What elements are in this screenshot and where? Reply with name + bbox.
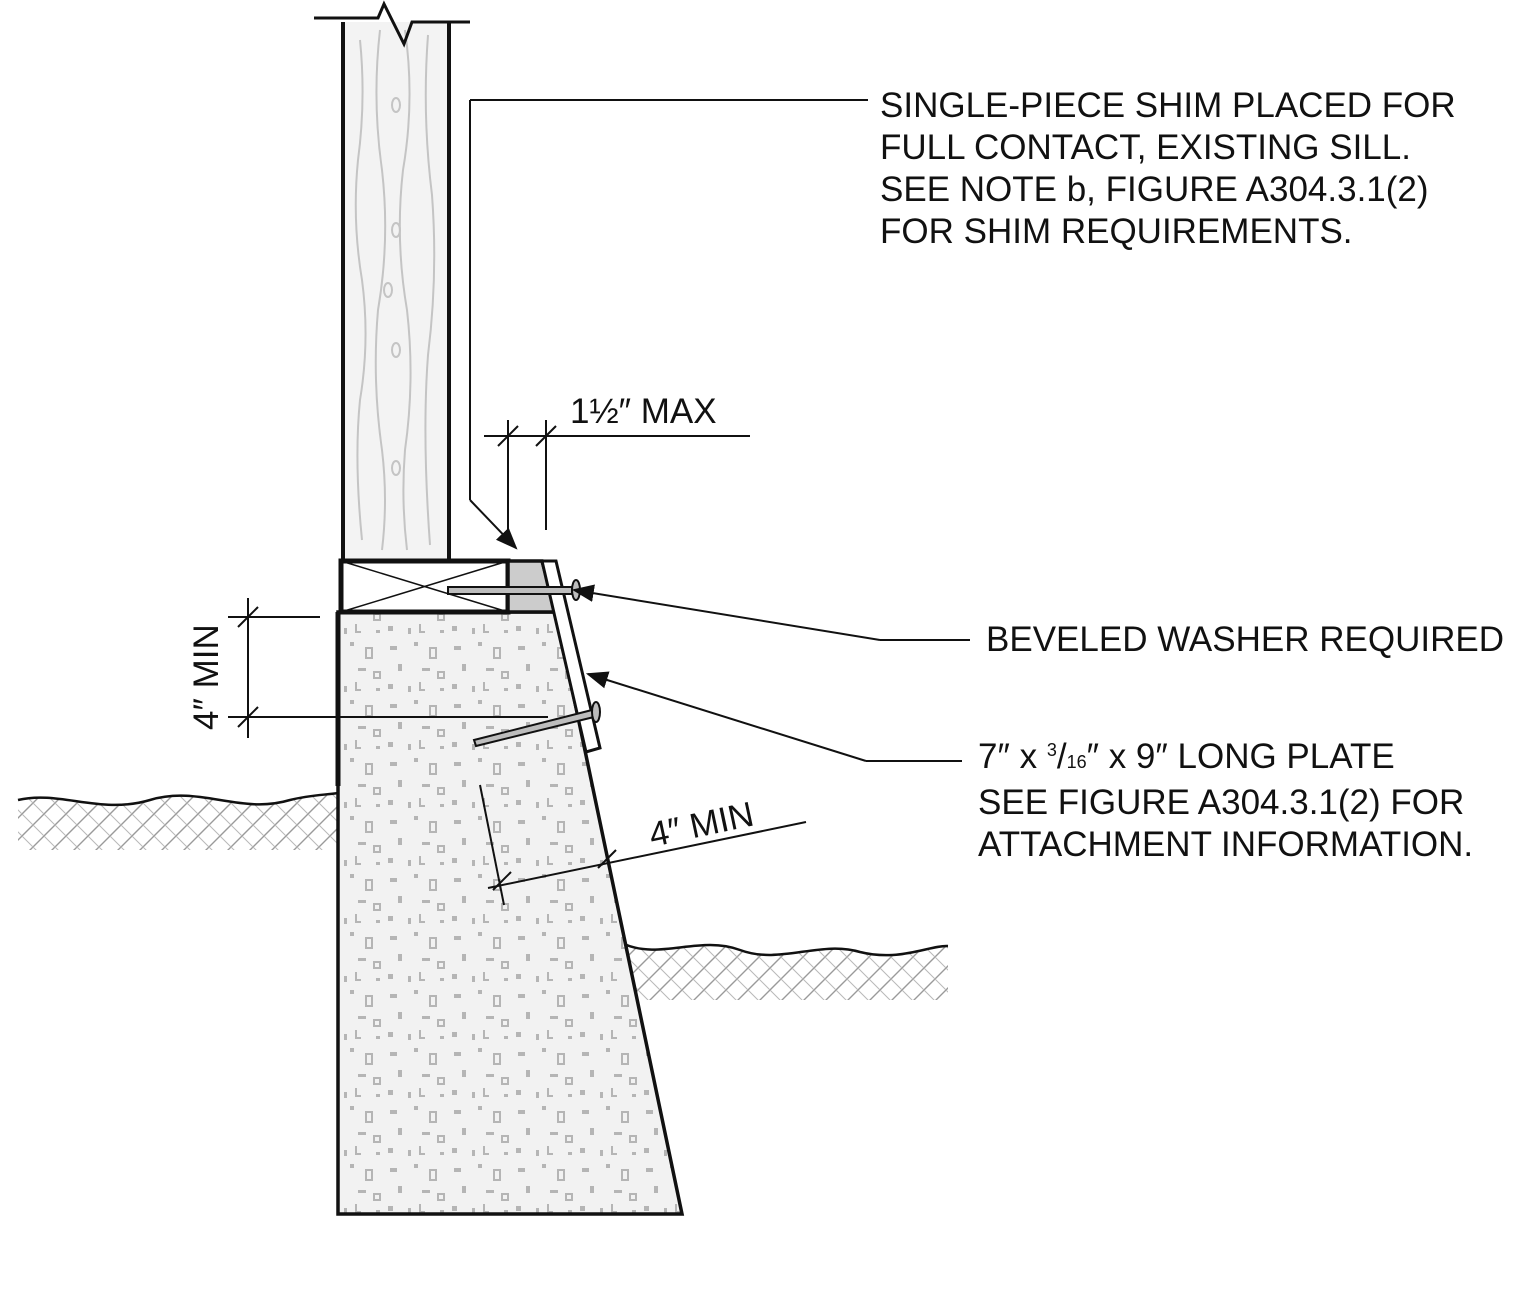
plate-note-line-1: 7″ x 3/16″ x 9″ LONG PLATE [978,737,1395,776]
dim-embed-min-label: 4″ MIN [187,624,226,730]
washer-note: BEVELED WASHER REQUIRED [986,620,1504,659]
soil-left [17,791,339,850]
dim-edge-min [479,784,807,906]
shim-leader [469,99,868,550]
dim-edge-min-label: 4″ MIN [646,795,758,855]
dim-embed-min [228,598,548,738]
concrete-foundation [336,610,685,1216]
plate-leader [585,671,962,762]
dim-shim-max [484,420,750,530]
shim-note-line-4: FOR SHIM REQUIREMENTS. [880,212,1353,251]
plate-note-line-2: SEE FIGURE A304.3.1(2) FOR [978,783,1464,822]
plate-note-line-3: ATTACHMENT INFORMATION. [978,825,1473,864]
shim-note-line-2: FULL CONTACT, EXISTING SILL. [880,128,1411,167]
break-line [314,0,470,48]
shim-note-line-1: SINGLE-PIECE SHIM PLACED FOR [880,86,1456,125]
steel-plate [540,559,602,754]
washer-leader [571,584,970,641]
soil-right [623,942,949,1000]
shim-note-line-3: SEE NOTE b, FIGURE A304.3.1(2) [880,170,1429,209]
dim-shim-max-label: 1½″ MAX [570,392,717,431]
foundation-bolt [472,701,601,748]
wood-stud [341,22,451,560]
